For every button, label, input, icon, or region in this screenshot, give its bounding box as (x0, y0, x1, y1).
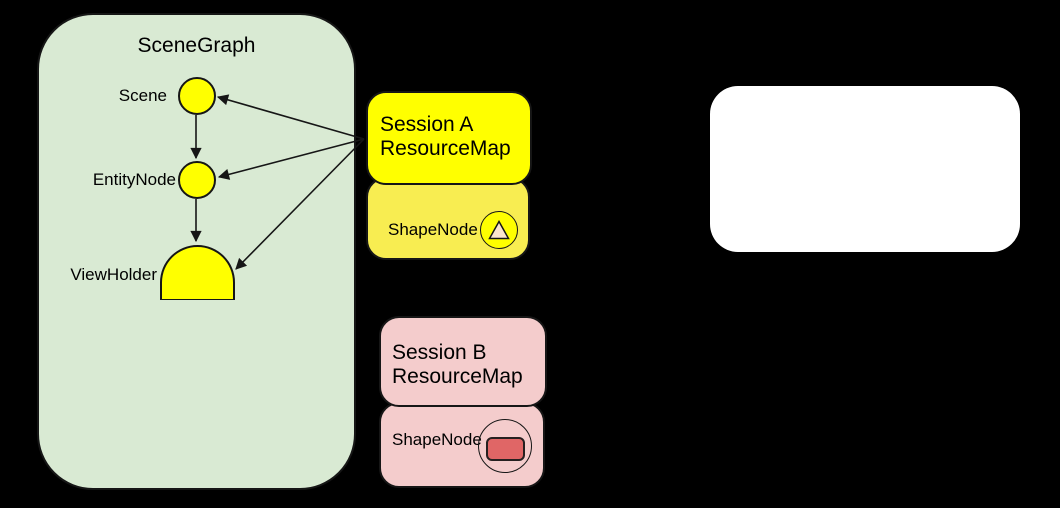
session-a-title: Session A ResourceMap (380, 113, 511, 161)
scene-node-label: Scene (118, 86, 167, 105)
scenegraph-title: SceneGraph (137, 34, 256, 57)
session-a-title-line2: ResourceMap (380, 137, 511, 160)
session-a-resourcemap-box (366, 91, 532, 185)
viewholder-node-label: ViewHolder (70, 265, 157, 284)
entitynode-node-label: EntityNode (92, 170, 176, 189)
session-b-title-line1: Session B (392, 341, 487, 364)
rounded-rect-in-circle-icon (478, 419, 532, 473)
rounded-rect-icon (485, 436, 525, 461)
session-a-shapenode-label: ShapeNode (388, 220, 478, 239)
viewholder-dome-shape (160, 245, 235, 300)
session-b-title-line2: ResourceMap (392, 365, 523, 388)
scene-node-circle (178, 77, 216, 115)
session-b-resourcemap-box (379, 316, 547, 407)
session-a-title-line1: Session A (380, 113, 474, 136)
entitynode-node-circle (178, 161, 216, 199)
session-b-title: Session B ResourceMap (392, 341, 523, 389)
triangle-in-circle-icon (480, 211, 518, 249)
session-b-shapenode-label: ShapeNode (392, 430, 482, 449)
triangle-icon (488, 220, 510, 240)
white-panel (710, 86, 1020, 252)
